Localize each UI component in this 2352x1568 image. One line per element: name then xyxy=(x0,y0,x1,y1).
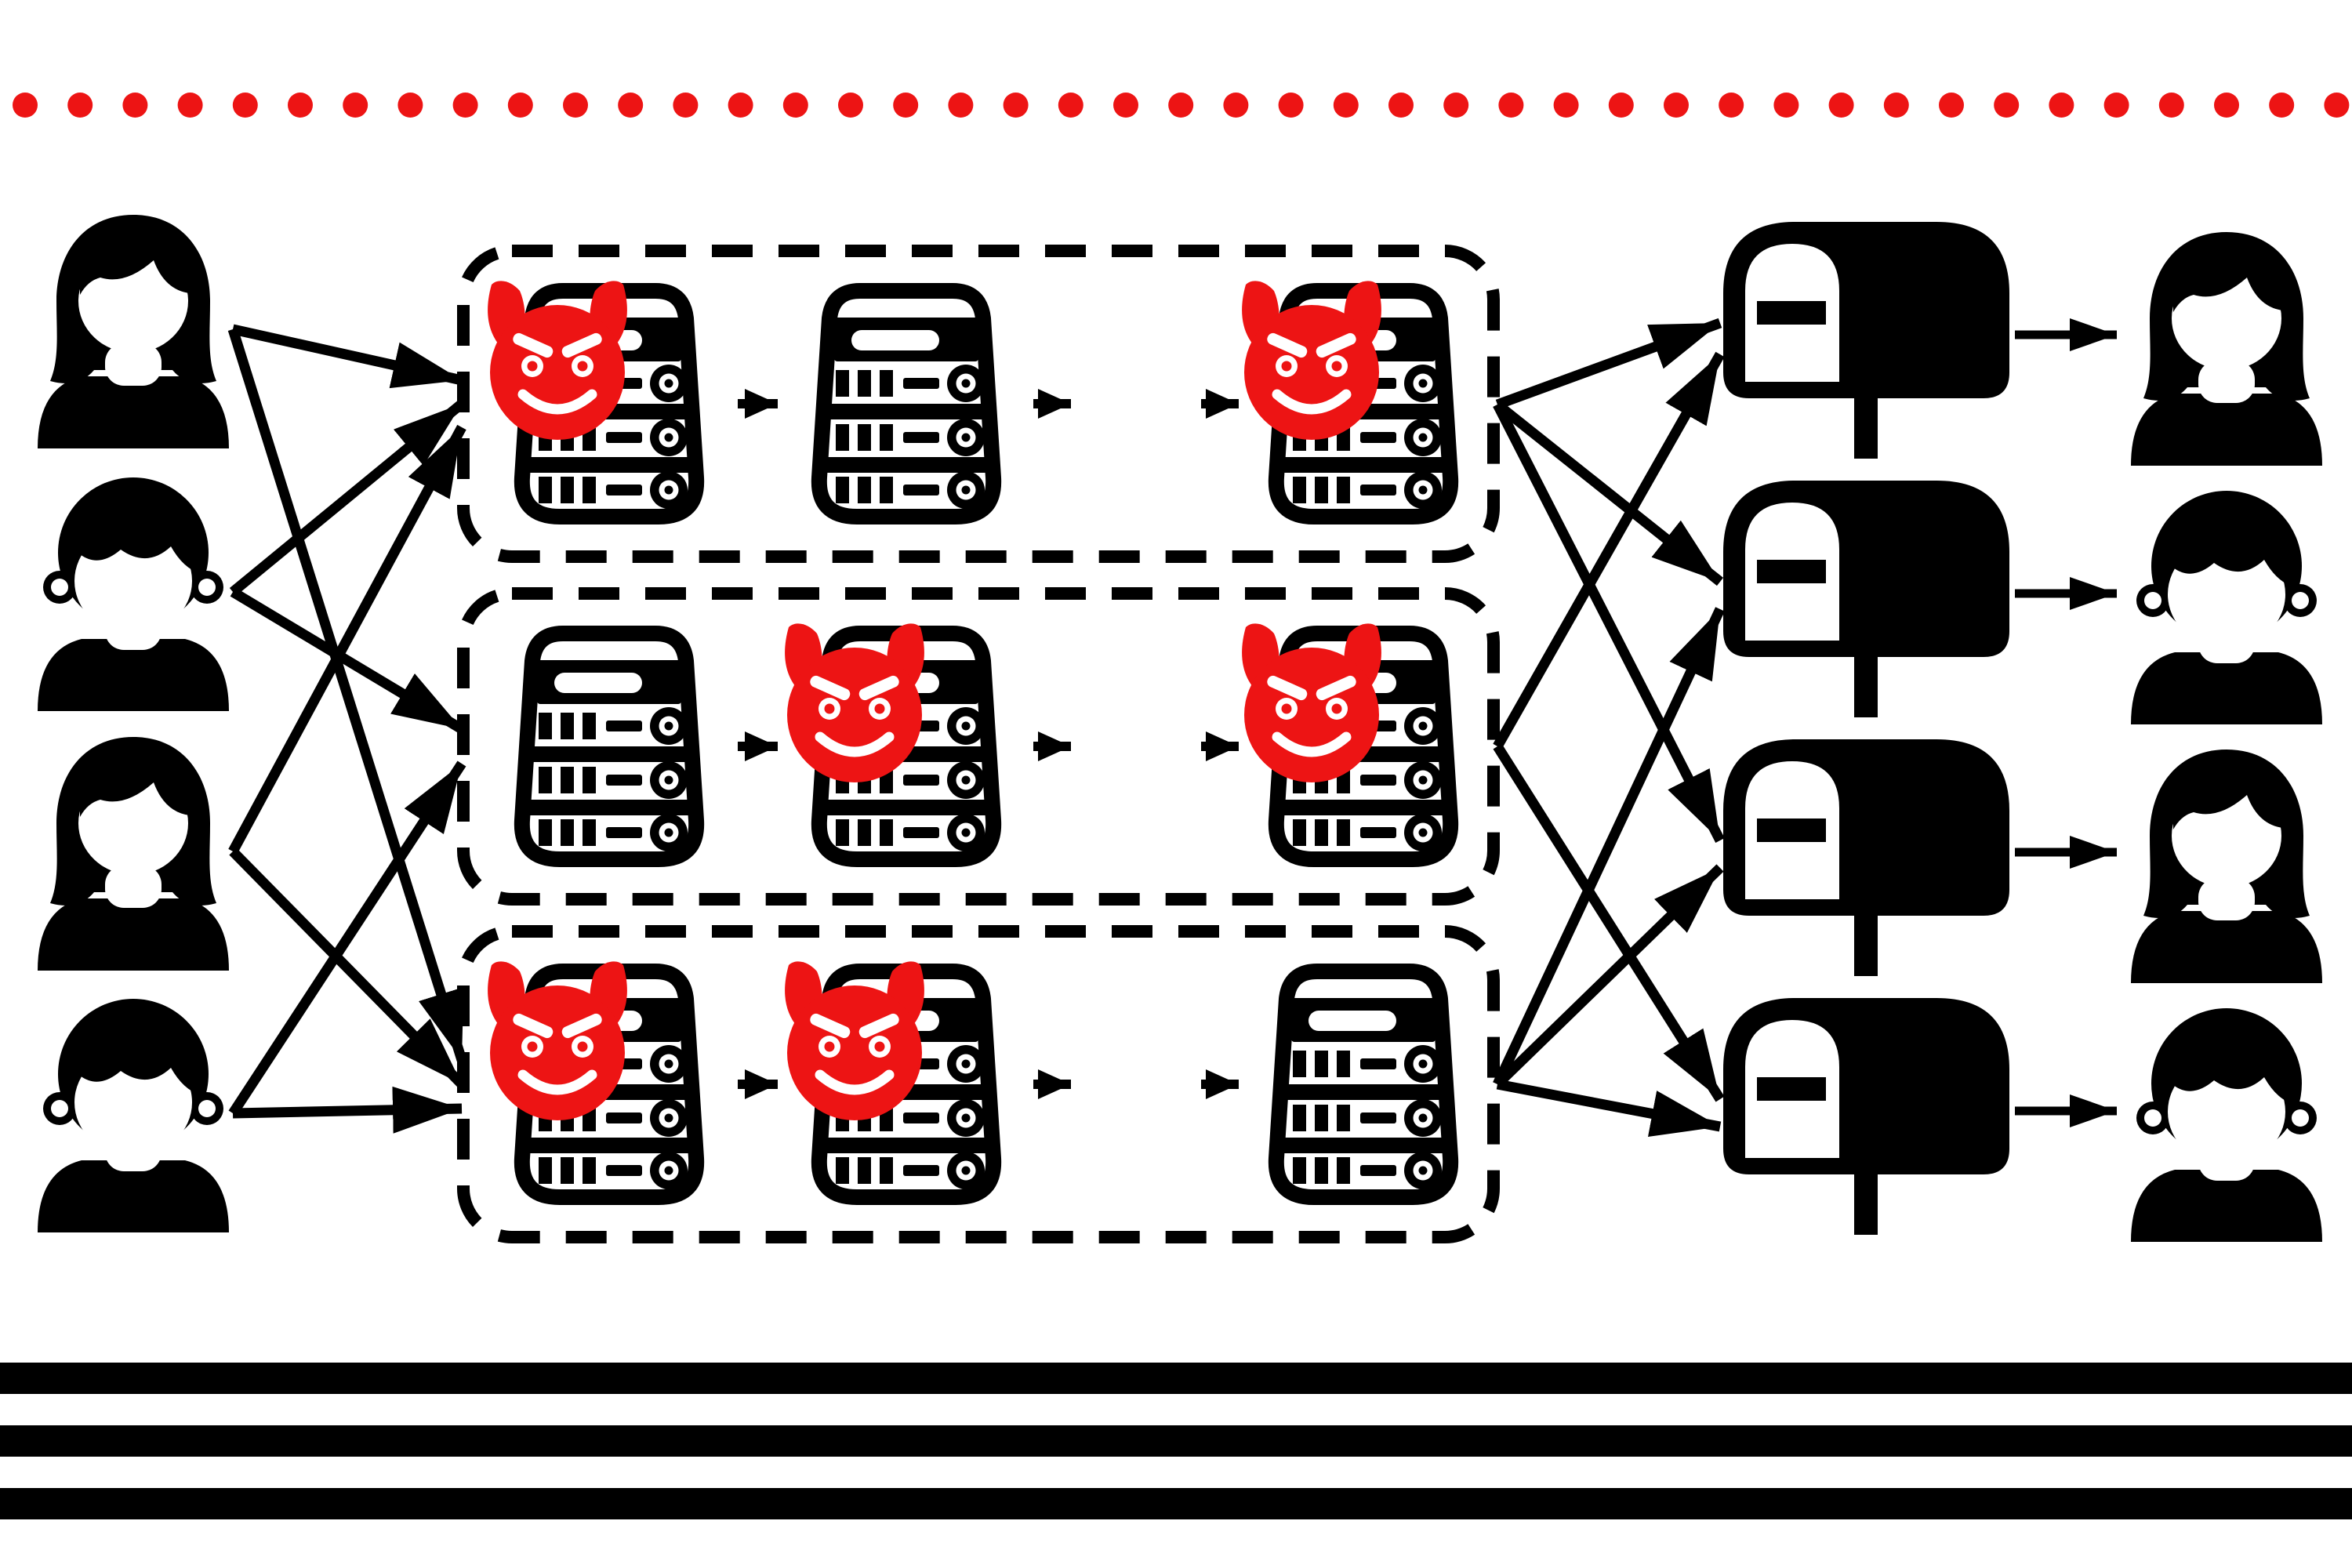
cascade-3-to-mailbox-2-arrow xyxy=(1493,607,1725,1087)
red-dot-icon xyxy=(1113,93,1138,118)
sender-1-to-cascade-1-arrow xyxy=(231,324,463,389)
red-dot-icon xyxy=(728,93,753,118)
cascade-1 xyxy=(457,245,1500,563)
recipient-4-male-user-icon xyxy=(2131,1008,2322,1242)
red-dot-icon xyxy=(1553,93,1579,118)
red-dot-icon xyxy=(2158,93,2184,118)
mailbox-to-recipient-arrows xyxy=(2015,318,2117,1127)
footer-bar-1 xyxy=(0,1363,2352,1394)
red-dot-icon xyxy=(618,93,644,118)
red-dot-icon xyxy=(1939,93,1964,118)
red-dot-icon xyxy=(1168,93,1194,118)
footer-bars xyxy=(0,1363,2352,1519)
red-dot-icon xyxy=(397,93,423,118)
red-dot-icon xyxy=(782,93,808,118)
red-dot-icon xyxy=(2049,93,2074,118)
cascade-2 xyxy=(457,587,1500,906)
mailbox-1-mailbox-icon xyxy=(1723,222,2009,459)
cascade-2-dashed-border xyxy=(457,587,1500,906)
red-dot-icon xyxy=(1333,93,1359,118)
red-dot-icon xyxy=(1664,93,1689,118)
server-1-2-server-rack-icon xyxy=(818,291,994,517)
red-dot-icon xyxy=(1773,93,1799,118)
red-dot-icon xyxy=(563,93,588,118)
sender-3-to-cascade-1-arrow xyxy=(228,424,466,855)
sender-4-to-cascade-3-arrow xyxy=(232,1086,463,1134)
mailboxes-column xyxy=(1723,222,2009,1235)
red-dot-icon xyxy=(507,93,533,118)
red-dot-icon xyxy=(1223,93,1249,118)
cascade-3 xyxy=(457,925,1500,1243)
server-2-1-server-rack-icon xyxy=(521,633,697,859)
cascade-2-to-mailbox-1-arrow xyxy=(1493,351,1725,750)
footer-bar-2 xyxy=(0,1425,2352,1457)
red-dot-icon xyxy=(122,93,148,118)
red-dot-icon xyxy=(838,93,863,118)
red-dot-icon xyxy=(177,93,203,118)
cascade-to-mailbox-arrows xyxy=(1493,318,1725,1138)
cascade-1-to-mailbox-2-arrow xyxy=(1494,400,1724,586)
red-dot-icon xyxy=(2103,93,2129,118)
cascade-3-dashed-border xyxy=(457,925,1500,1243)
mix-cascades xyxy=(457,245,1500,1243)
red-dot-icon xyxy=(1883,93,1909,118)
red-dot-icon xyxy=(1608,93,1634,118)
footer-bar-3 xyxy=(0,1488,2352,1519)
red-dot-icon xyxy=(1498,93,1524,118)
red-dot-icon xyxy=(13,93,38,118)
red-dot-icon xyxy=(1058,93,1083,118)
sender-3-female-user-icon xyxy=(38,737,229,971)
red-dot-icon xyxy=(1719,93,1744,118)
red-dot-icon xyxy=(67,93,93,118)
cascade-1-dashed-border xyxy=(457,245,1500,563)
recipients-column xyxy=(2131,232,2322,1242)
sender-1-female-user-icon xyxy=(38,215,229,448)
sender-4-to-cascade-2-arrow xyxy=(228,760,466,1116)
red-dot-icon xyxy=(1278,93,1304,118)
sender-4-male-user-icon xyxy=(38,999,229,1232)
recipient-1-female-user-icon xyxy=(2131,232,2322,466)
recipient-2-male-user-icon xyxy=(2131,491,2322,724)
red-dot-icon xyxy=(452,93,478,118)
cascade-3-to-mailbox-3-arrow xyxy=(1494,864,1724,1088)
sender-2-to-cascade-2-arrow xyxy=(230,587,465,734)
red-dot-icon xyxy=(893,93,919,118)
red-dot-icon xyxy=(948,93,974,118)
red-dot-icon xyxy=(232,93,258,118)
senders-column xyxy=(38,215,229,1232)
mailbox-4-mailbox-icon xyxy=(1723,998,2009,1235)
mailbox-3-mailbox-icon xyxy=(1723,739,2009,976)
top-dotted-border xyxy=(13,93,2350,118)
red-dot-icon xyxy=(673,93,699,118)
red-dot-icon xyxy=(1003,93,1029,118)
cascade-1-to-mailbox-3-arrow xyxy=(1493,402,1725,843)
red-dot-icon xyxy=(2269,93,2295,118)
red-dot-icon xyxy=(1994,93,2020,118)
red-dot-icon xyxy=(288,93,313,118)
sender-to-cascade-arrows xyxy=(227,324,467,1134)
sender-1-to-cascade-3-arrow xyxy=(227,328,467,1062)
red-dot-icon xyxy=(1443,93,1469,118)
recipient-3-female-user-icon xyxy=(2131,750,2322,983)
cascade-2-to-mailbox-4-arrow xyxy=(1493,743,1725,1102)
cascade-1-to-mailbox-1-arrow xyxy=(1495,318,1722,410)
server-3-3-server-rack-icon xyxy=(1276,971,1451,1197)
mailbox-2-mailbox-icon xyxy=(1723,481,2009,717)
red-dot-icon xyxy=(1388,93,1414,118)
sender-3-to-cascade-3-arrow xyxy=(229,848,466,1088)
red-dot-icon xyxy=(1828,93,1854,118)
red-dot-icon xyxy=(343,93,368,118)
cascade-3-to-mailbox-4-arrow xyxy=(1496,1079,1722,1138)
red-dot-icon xyxy=(2324,93,2350,118)
red-dot-icon xyxy=(2214,93,2239,118)
sender-2-male-user-icon xyxy=(38,477,229,711)
